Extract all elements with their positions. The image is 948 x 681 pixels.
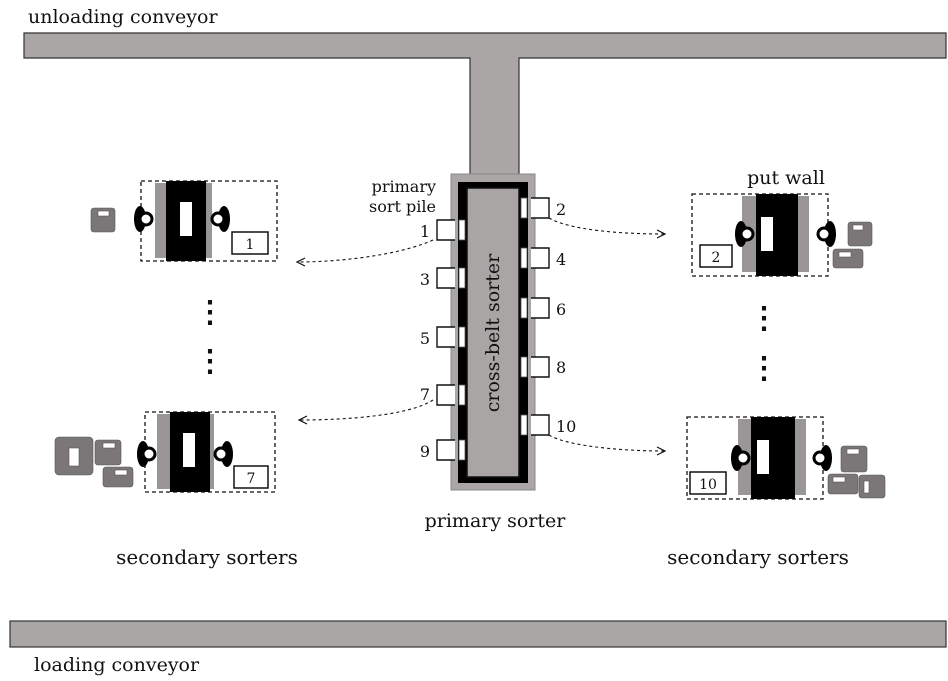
loading-conveyor-label: loading conveyor	[34, 654, 200, 676]
package-icon	[832, 248, 864, 269]
ellipsis-right-lower: ⋮	[749, 351, 779, 386]
worker-icon	[812, 445, 832, 471]
pile-2-bracket	[531, 197, 550, 219]
station-bottom-right: 10	[686, 416, 886, 500]
arrow-pile1-to-left	[297, 239, 434, 263]
package-icon	[90, 207, 116, 233]
pile-label-7: 7	[420, 385, 430, 404]
pile-10-bracket	[531, 414, 550, 436]
station-number: 7	[247, 471, 256, 487]
station-top-right: 2	[691, 193, 873, 277]
package-icon	[94, 439, 122, 466]
ellipsis-left-lower: ⋮	[195, 344, 225, 379]
worker-icon	[210, 206, 230, 232]
worker-icon	[134, 206, 154, 232]
worker-icon	[731, 445, 751, 471]
pile-label-8: 8	[556, 358, 566, 377]
package-icon	[827, 473, 859, 495]
pile-4-bracket	[531, 247, 550, 269]
worker-icon	[735, 221, 755, 247]
primary-sort-piles: 1 3 5 7 9 2 4 6 8 10	[420, 197, 576, 461]
pile-label-9: 9	[420, 442, 430, 461]
put-wall-label: put wall	[747, 167, 825, 189]
pile-label-5: 5	[420, 329, 430, 348]
pile-6-bracket	[531, 297, 550, 319]
worker-icon	[816, 221, 836, 247]
station-top-left: 1	[90, 180, 278, 262]
pile-3-bracket	[436, 267, 455, 289]
pile-9-bracket	[436, 439, 455, 461]
flow-arrows	[295, 217, 667, 456]
unloading-conveyor-label: unloading conveyor	[28, 6, 218, 28]
pile-8-bracket	[531, 356, 550, 378]
station-number: 1	[246, 237, 255, 253]
pile-label-1: 1	[420, 222, 430, 241]
secondary-sorters-left-label: secondary sorters	[116, 545, 298, 569]
primary-sort-pile-label-line2: sort pile	[369, 197, 436, 216]
primary-sort-pile-label-line1: primary	[372, 177, 436, 196]
package-icon	[858, 474, 886, 499]
worker-icon	[213, 441, 233, 467]
arrow-pile7-to-left	[299, 399, 434, 421]
ellipsis-right-upper: ⋮	[749, 301, 779, 336]
package-icon	[102, 466, 134, 488]
station-number: 10	[699, 477, 717, 493]
cross-belt-sorter: cross-belt sorter	[450, 173, 536, 491]
worker-icon	[137, 441, 157, 467]
arrow-pile10-to-right	[548, 434, 665, 452]
pile-label-6: 6	[556, 300, 566, 319]
station-number: 2	[712, 250, 721, 266]
unloading-conveyor	[23, 32, 947, 179]
pile-label-3: 3	[420, 270, 430, 289]
pile-5-bracket	[436, 326, 455, 348]
pile-label-10: 10	[556, 417, 576, 436]
package-icon	[54, 436, 94, 476]
ellipsis-left-upper: ⋮	[195, 295, 225, 330]
pile-7-bracket	[436, 384, 455, 406]
sorter-slot-marks	[458, 197, 528, 461]
station-bottom-left: 7	[54, 411, 276, 493]
arrow-pile2-to-right	[548, 217, 665, 235]
pile-label-4: 4	[556, 250, 566, 269]
package-icon	[847, 221, 873, 247]
secondary-sorters-right-label: secondary sorters	[667, 545, 849, 569]
primary-sorter-label: primary sorter	[425, 510, 567, 532]
cross-belt-sorter-label: cross-belt sorter	[482, 253, 504, 412]
pile-1-bracket	[436, 219, 455, 241]
package-icon	[840, 445, 868, 473]
pile-label-2: 2	[556, 200, 566, 219]
loading-conveyor	[9, 620, 947, 648]
